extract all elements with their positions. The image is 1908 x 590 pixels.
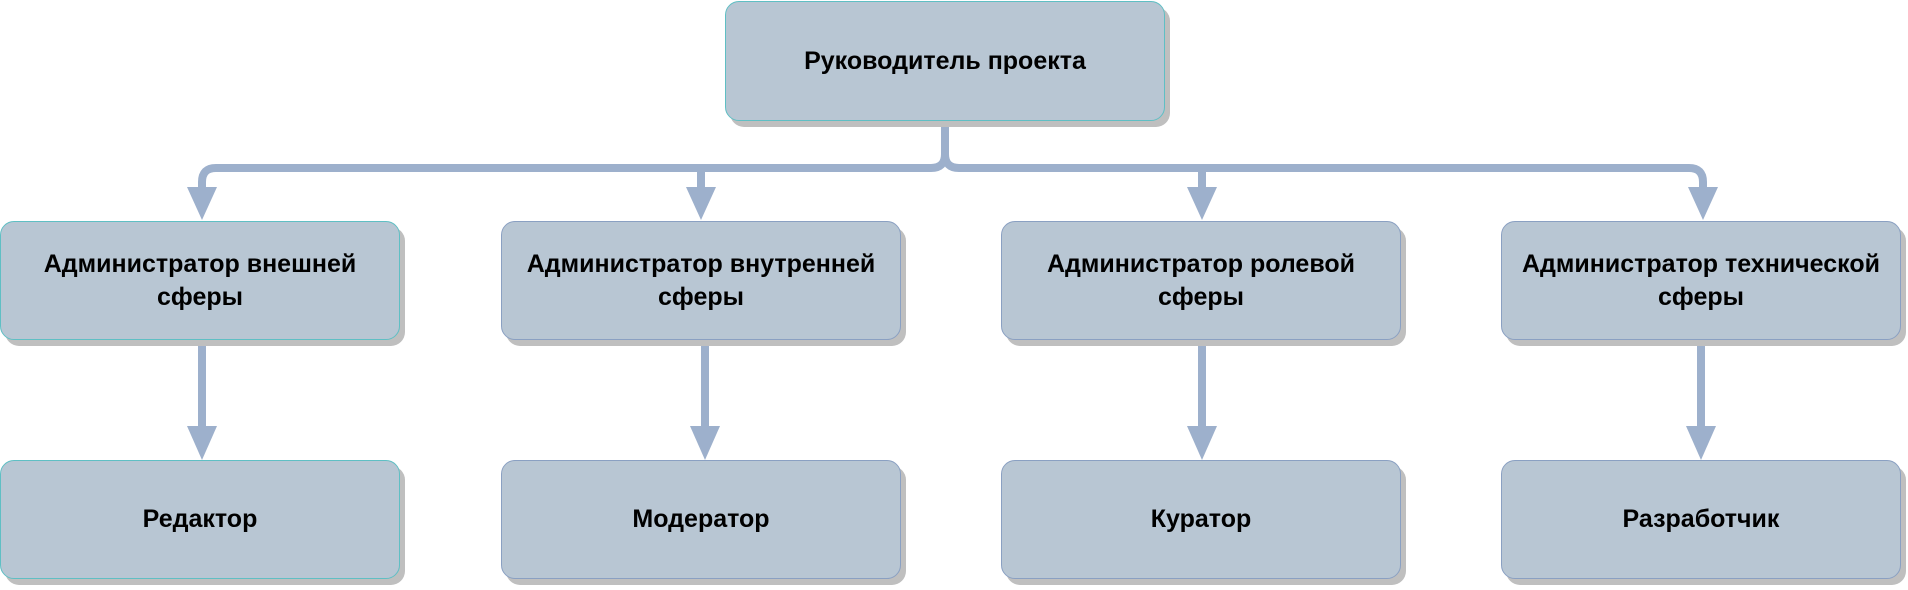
node-admin-external: Администратор внешней сферы [0,221,400,340]
node-curator: Куратор [1001,460,1401,579]
node-project-manager: Руководитель проекта [725,1,1165,121]
arrowhead-role-3 [1187,426,1217,460]
arrowhead-admin-4 [1688,187,1718,220]
connector-root-trunk [198,119,949,194]
node-label: Администратор внешней сферы [43,249,357,311]
node-label: Руководитель проекта [804,46,1086,75]
connector-root-right [941,150,1707,194]
node-editor: Редактор [0,460,400,579]
node-label: Администратор внутренней сферы [526,249,876,311]
arrowhead-admin-2 [686,187,716,220]
node-label: Администратор технической сферы [1522,249,1880,311]
node-label: Куратор [1150,505,1252,533]
node-admin-role: Администратор ролевой сферы [1001,221,1401,340]
node-label: Разработчик [1622,505,1780,533]
arrowhead-role-1 [187,426,217,460]
arrowhead-role-4 [1686,426,1716,460]
node-label: Администратор ролевой сферы [1046,249,1356,311]
node-admin-technical: Администратор технической сферы [1501,221,1901,340]
arrowhead-admin-3 [1187,187,1217,220]
arrowhead-admin-1 [187,187,217,220]
node-admin-internal: Администратор внутренней сферы [501,221,901,340]
node-developer: Разработчик [1501,460,1901,579]
node-moderator: Модератор [501,460,901,579]
arrowhead-role-2 [690,426,720,460]
node-label: Редактор [142,505,258,533]
node-label: Модератор [632,505,770,533]
